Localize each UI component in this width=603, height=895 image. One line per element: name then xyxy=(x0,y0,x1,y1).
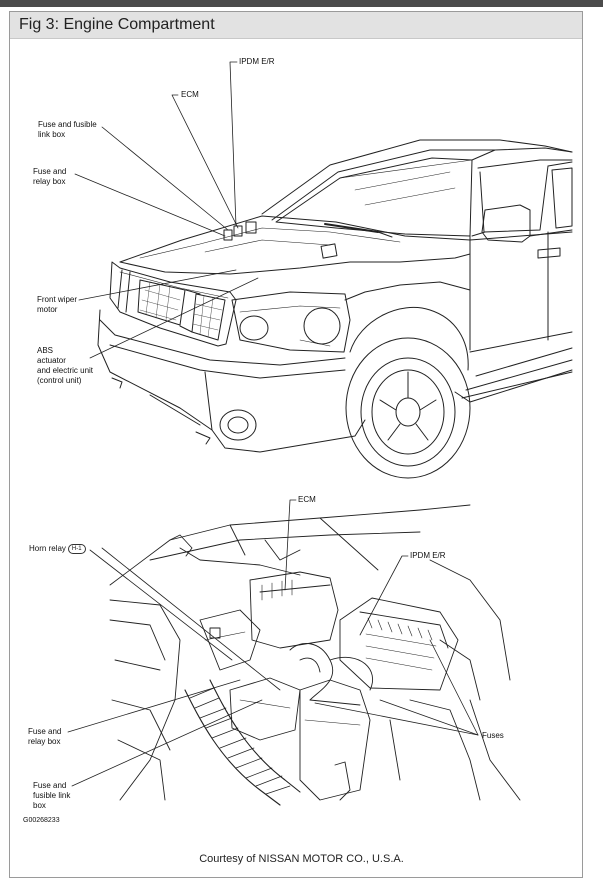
figure-frame xyxy=(9,11,583,878)
label-fuse-relay-upper-1: Fuse and xyxy=(33,167,67,176)
lower-leader-lines xyxy=(67,499,479,787)
label-ecm-lower: ECM xyxy=(298,495,316,504)
truck-exterior-drawing xyxy=(97,139,573,479)
label-fuse-relay-upper-2: relay box xyxy=(33,177,66,186)
upper-leader-lines xyxy=(74,61,259,359)
label-front-wiper-1: Front wiper xyxy=(37,295,78,304)
label-ipdm-upper: IPDM E/R xyxy=(239,57,275,66)
label-ipdm-lower: IPDM E/R xyxy=(410,551,446,560)
label-abs-4: (control unit) xyxy=(37,376,82,385)
label-fuse-fusible-lower-3: box xyxy=(33,801,46,810)
label-abs-1: ABS xyxy=(37,346,54,355)
label-fuse-fusible-lower-1: Fuse and xyxy=(33,781,67,790)
label-fuse-relay-lower-1: Fuse and xyxy=(28,727,62,736)
label-fuse-relay-lower-2: relay box xyxy=(28,737,61,746)
horn-relay-badge: H-1 xyxy=(67,544,86,554)
top-window-bar xyxy=(0,0,603,7)
figure-title: Fig 3: Engine Compartment xyxy=(19,16,215,33)
label-fuse-fusible-lower-2: fusible link xyxy=(33,791,71,800)
engine-bay-drawing xyxy=(109,504,521,806)
figure-title-bar: Fig 3: Engine Compartment xyxy=(10,12,582,39)
figure-code: G00268233 xyxy=(23,817,60,824)
label-fuses: Fuses xyxy=(482,731,504,740)
label-fuse-fusible-upper-2: link box xyxy=(38,130,66,139)
courtesy-caption: Courtesy of NISSAN MOTOR CO., U.S.A. xyxy=(199,853,404,865)
label-horn-relay-text: Horn relay xyxy=(29,544,66,553)
label-ecm-upper: ECM xyxy=(181,90,199,99)
label-abs-3: and electric unit xyxy=(37,366,94,375)
label-fuse-fusible-upper-1: Fuse and fusible xyxy=(38,120,97,129)
label-abs-2: actuator xyxy=(37,356,66,365)
label-front-wiper-2: motor xyxy=(37,305,58,314)
